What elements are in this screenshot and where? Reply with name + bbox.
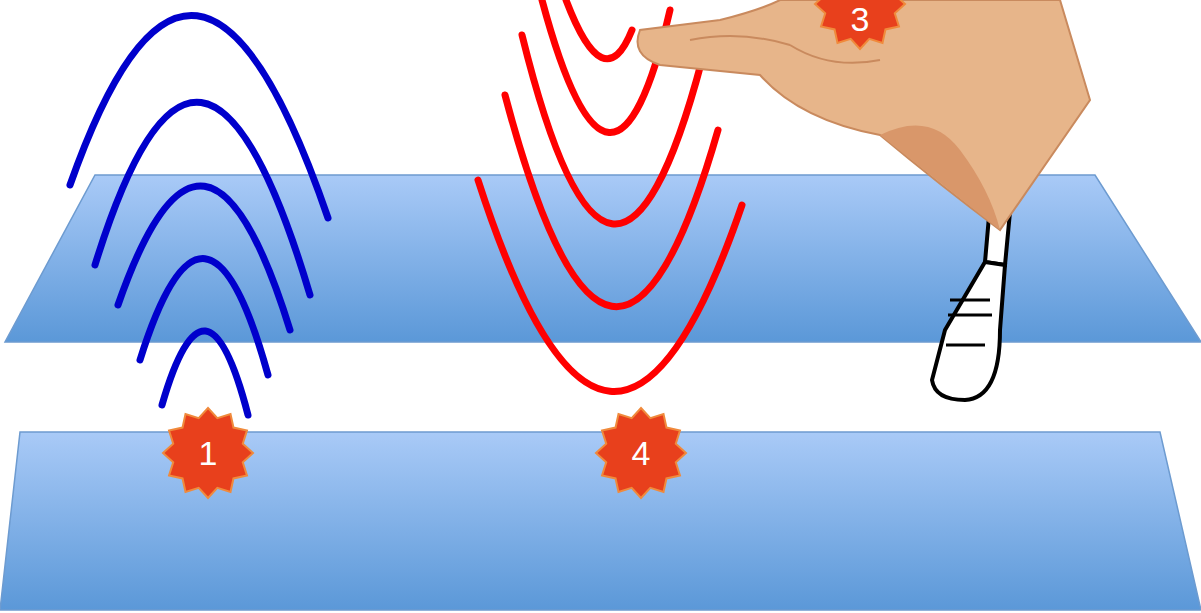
callout-badge [596,408,686,498]
callout-badge [163,408,253,498]
callout-number: 3 [851,2,870,36]
callout-badge [815,0,905,49]
callout-number: 1 [199,436,218,470]
callout-badges [163,0,905,498]
hand [638,0,1091,230]
callout-number: 4 [632,436,651,470]
blue-waves [70,15,328,415]
